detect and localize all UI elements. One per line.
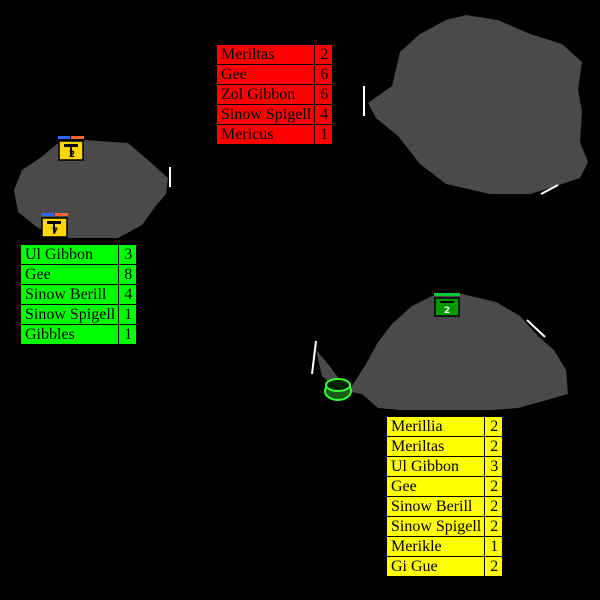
unit-name: Sinow Spigell bbox=[385, 516, 486, 537]
unit-label: 2 bbox=[69, 150, 75, 160]
unit-label: 2 bbox=[444, 306, 450, 316]
unit-count: 3 bbox=[118, 244, 138, 265]
unit-name: Meriltas bbox=[385, 436, 486, 457]
unit-name: Sinow Spigell bbox=[19, 304, 120, 325]
unit-name: Mericus bbox=[215, 124, 316, 145]
island-left[interactable] bbox=[14, 140, 168, 238]
unit-name: Meriltas bbox=[215, 44, 316, 65]
unit-count: 1 bbox=[484, 536, 504, 557]
unit-name: Ul Gibbon bbox=[385, 456, 486, 477]
unit-name: Gee bbox=[385, 476, 486, 497]
portal-ring[interactable] bbox=[324, 378, 352, 401]
unit-count: 1 bbox=[118, 324, 138, 345]
unit-count: 2 bbox=[484, 436, 504, 457]
unit-label: 7 bbox=[52, 227, 58, 237]
unit-count: 4 bbox=[118, 284, 138, 305]
unit-name: Merillia bbox=[385, 416, 486, 437]
unit-name: Gee bbox=[215, 64, 316, 85]
unit-name: Sinow Berill bbox=[385, 496, 486, 517]
border-marker bbox=[311, 340, 317, 375]
unit-count: 2 bbox=[484, 516, 504, 537]
unit-name: Zol Gibbon bbox=[215, 84, 316, 105]
unit-count: 1 bbox=[118, 304, 138, 325]
unit-count: 8 bbox=[118, 264, 138, 285]
unit-name: Sinow Berill bbox=[19, 284, 120, 305]
unit-count: 6 bbox=[314, 84, 334, 105]
border-marker bbox=[540, 184, 559, 195]
unit-count: 6 bbox=[314, 64, 334, 85]
unit-count: 2 bbox=[484, 476, 504, 497]
island-top-right[interactable] bbox=[368, 15, 588, 194]
island-bottom-right[interactable] bbox=[316, 294, 568, 410]
unit-count: 2 bbox=[484, 556, 504, 577]
hammer-icon bbox=[47, 221, 61, 233]
unit-left-top[interactable]: 2 bbox=[58, 136, 84, 161]
unit-left-bottom[interactable]: 7 bbox=[41, 213, 68, 238]
unit-name: Ul Gibbon bbox=[19, 244, 120, 265]
unit-count: 1 bbox=[314, 124, 334, 145]
unit-count: 3 bbox=[484, 456, 504, 477]
border-marker bbox=[526, 319, 546, 338]
unit-name: Gee bbox=[19, 264, 120, 285]
unit-name: Sinow Spigell bbox=[215, 104, 316, 125]
hammer-icon bbox=[64, 144, 78, 156]
unit-count: 2 bbox=[314, 44, 334, 65]
unit-right[interactable]: 2 bbox=[434, 293, 460, 317]
unit-name: Gibbles bbox=[19, 324, 120, 345]
unit-name: Merikle bbox=[385, 536, 486, 557]
unit-count: 4 bbox=[314, 104, 334, 125]
unit-count: 2 bbox=[484, 496, 504, 517]
unit-name: Gi Gue bbox=[385, 556, 486, 577]
unit-count: 2 bbox=[484, 416, 504, 437]
